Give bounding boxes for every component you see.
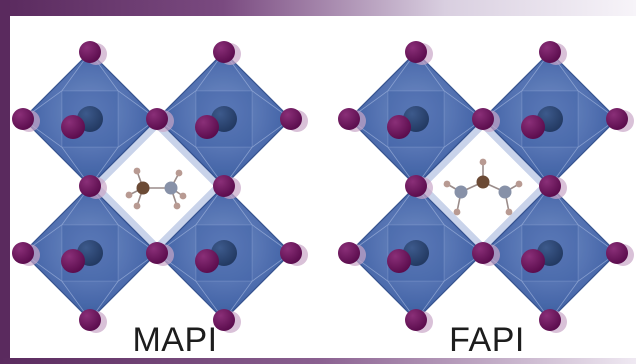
hydrogen-atom	[133, 167, 141, 175]
x-site-atom	[405, 175, 427, 197]
formamidinium-molecule	[443, 158, 523, 216]
x-site-atom	[405, 309, 427, 331]
x-site-atom	[539, 41, 561, 63]
x-site-atom	[213, 309, 235, 331]
x-site-atom	[213, 175, 235, 197]
hydrogen-atom	[133, 202, 141, 210]
x-site-atom	[195, 115, 219, 139]
x-site-atom	[606, 242, 628, 264]
x-site-atom	[280, 242, 302, 264]
hydrogen-atom	[173, 202, 181, 210]
x-site-atom	[521, 249, 545, 273]
x-site-atom	[472, 108, 494, 130]
x-site-atom	[12, 242, 34, 264]
nitrogen-atom	[454, 185, 468, 199]
x-site-atom	[387, 115, 411, 139]
x-site-atom	[61, 115, 85, 139]
x-site-atom	[79, 309, 101, 331]
hydrogen-atom	[179, 192, 187, 200]
x-site-atom	[472, 242, 494, 264]
x-site-atom	[539, 309, 561, 331]
x-site-atom	[213, 41, 235, 63]
mapi-structure	[12, 41, 308, 333]
x-site-atom	[79, 41, 101, 63]
octahedron	[156, 51, 292, 187]
top-accent-bar	[0, 0, 636, 16]
fapi-label: FAPI	[449, 321, 525, 359]
hydrogen-atom	[479, 158, 487, 166]
hydrogen-atom	[453, 208, 461, 216]
carbon-atom	[136, 181, 150, 195]
hydrogen-atom	[515, 180, 523, 188]
methylammonium-molecule	[125, 167, 187, 210]
hydrogen-atom	[175, 169, 183, 177]
x-site-atom	[338, 108, 360, 130]
x-site-atom	[387, 249, 411, 273]
x-site-atom	[606, 108, 628, 130]
x-site-atom	[405, 41, 427, 63]
hydrogen-atom	[443, 180, 451, 188]
x-site-atom	[280, 108, 302, 130]
x-site-atom	[79, 175, 101, 197]
carbon-atom	[476, 175, 490, 189]
x-site-atom	[338, 242, 360, 264]
x-site-atom	[521, 115, 545, 139]
x-site-atom	[61, 249, 85, 273]
bottom-accent-bar	[0, 358, 636, 364]
left-accent-bar	[0, 0, 10, 364]
x-site-atom	[195, 249, 219, 273]
mapi-label: MAPI	[132, 321, 218, 359]
x-site-atom	[539, 175, 561, 197]
hydrogen-atom	[505, 208, 513, 216]
x-site-atom	[12, 108, 34, 130]
x-site-atom	[146, 108, 168, 130]
fapi-structure	[338, 41, 634, 333]
nitrogen-atom	[498, 185, 512, 199]
hydrogen-atom	[125, 191, 133, 199]
nitrogen-atom	[164, 181, 178, 195]
x-site-atom	[146, 242, 168, 264]
